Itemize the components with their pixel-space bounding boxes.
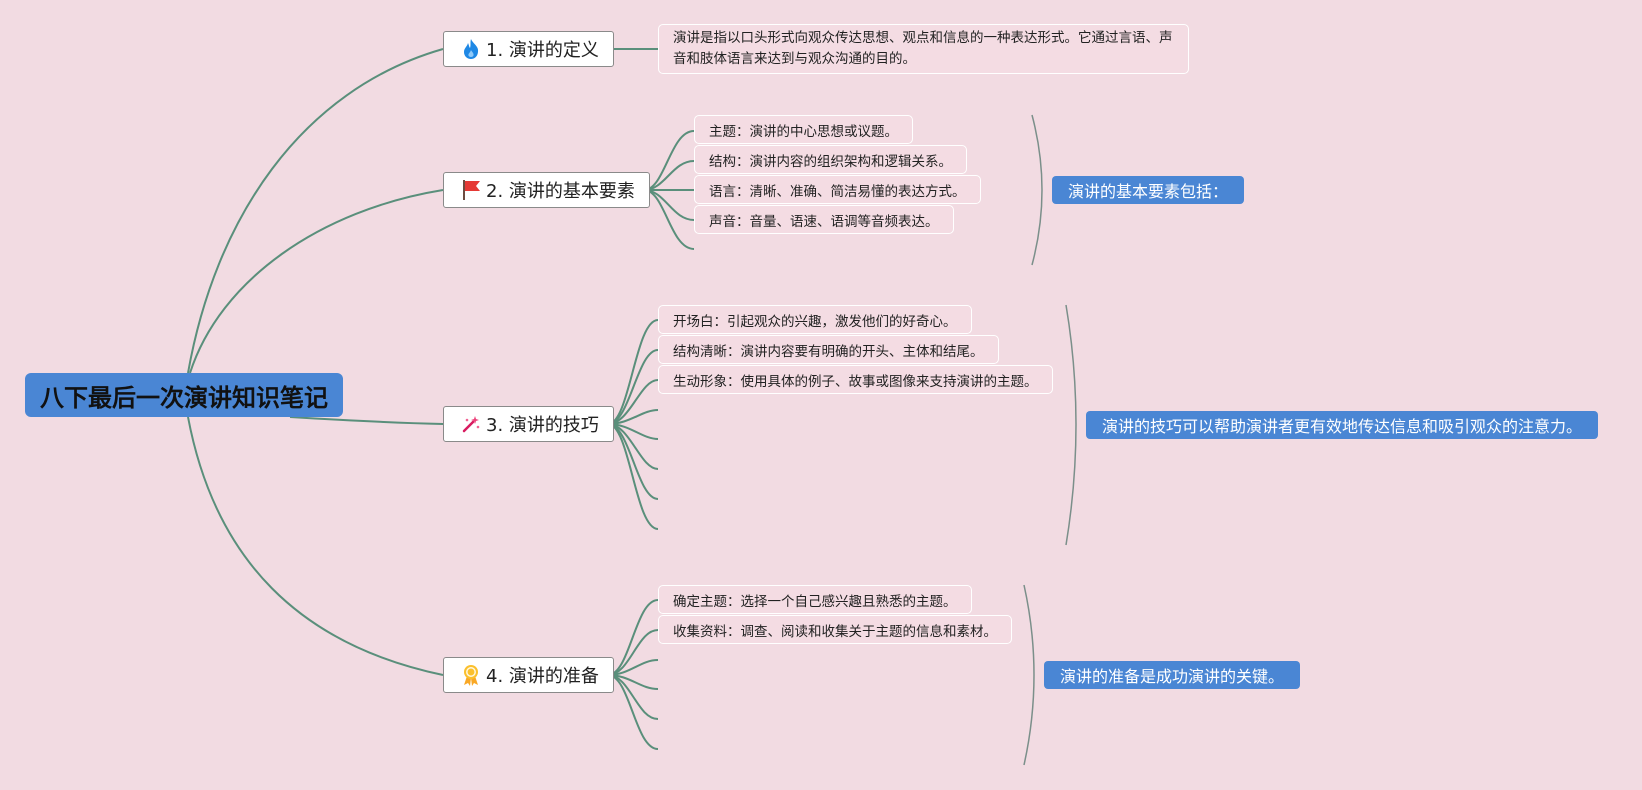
connector-root-b1 [187, 48, 444, 374]
branch-topic-preparation[interactable]: 4. 演讲的准备 [443, 657, 614, 693]
leaf-technique-opening[interactable]: 开场白：引起观众的兴趣，激发他们的好奇心。 [658, 305, 972, 334]
leaf-element-language[interactable]: 语言：清晰、准确、简洁易懂的表达方式。 [694, 175, 981, 204]
summary-label: 演讲的技巧可以帮助演讲者更有效地传达信息和吸引观众的注意力。 [1102, 417, 1583, 436]
leaf-label: 收集资料：调查、阅读和收集关于主题的信息和素材。 [673, 623, 997, 640]
summary-label: 演讲的基本要素包括： [1068, 182, 1229, 201]
fire-icon [460, 38, 482, 60]
leaf-label: 生动形象：使用具体的例子、故事或图像来支持演讲的主题。 [673, 373, 1038, 390]
leaf-label: 语言：清晰、准确、简洁易懂的表达方式。 [709, 183, 966, 200]
branch-label: 2. 演讲的基本要素 [486, 181, 635, 202]
summary-brace-b3 [1065, 304, 1077, 546]
magic-wand-icon [460, 413, 482, 435]
leaf-element-structure[interactable]: 结构：演讲内容的组织架构和逻辑关系。 [694, 145, 967, 174]
leaf-element-theme[interactable]: 主题：演讲的中心思想或议题。 [694, 115, 913, 144]
red-flag-icon [460, 179, 482, 201]
leaf-label: 确定主题：选择一个自己感兴趣且熟悉的主题。 [673, 593, 957, 610]
connector-b3-leaf7 [607, 423, 659, 500]
connector-b3-leaf1 [607, 319, 659, 425]
summary-basic-elements[interactable]: 演讲的基本要素包括： [1052, 176, 1245, 204]
connector-b4-leaf1 [607, 599, 659, 676]
leaf-technique-vivid[interactable]: 生动形象：使用具体的例子、故事或图像来支持演讲的主题。 [658, 365, 1053, 394]
branch-topic-techniques[interactable]: 3. 演讲的技巧 [443, 406, 614, 442]
leaf-label: 演讲是指以口头形式向观众传达思想、观点和信息的一种表达形式。它通过言语、声音和肢… [673, 30, 1173, 67]
summary-techniques[interactable]: 演讲的技巧可以帮助演讲者更有效地传达信息和吸引观众的注意力。 [1086, 411, 1599, 439]
connector-root-b2 [189, 189, 444, 374]
summary-label: 演讲的准备是成功演讲的关键。 [1060, 667, 1285, 686]
leaf-label: 结构：演讲内容的组织架构和逻辑关系。 [709, 153, 952, 170]
branch-label: 4. 演讲的准备 [486, 666, 599, 687]
connector-b2-leaf2 [643, 160, 695, 191]
leaf-label: 声音：音量、语速、语调等音频表达。 [709, 213, 939, 230]
leaf-element-voice[interactable]: 声音：音量、语速、语调等音频表达。 [694, 205, 954, 234]
root-topic[interactable]: 八下最后一次演讲知识笔记 [25, 373, 343, 417]
connector-b3-leaf8 [607, 423, 659, 530]
branch-topic-basic-elements[interactable]: 2. 演讲的基本要素 [443, 172, 650, 208]
leaf-prep-topic[interactable]: 确定主题：选择一个自己感兴趣且熟悉的主题。 [658, 585, 972, 614]
connector-b2-leaf1 [643, 130, 695, 191]
branch-topic-definition[interactable]: 1. 演讲的定义 [443, 31, 614, 67]
summary-brace-b4 [1023, 584, 1035, 766]
summary-preparation[interactable]: 演讲的准备是成功演讲的关键。 [1044, 661, 1301, 689]
leaf-label: 结构清晰：演讲内容要有明确的开头、主体和结尾。 [673, 343, 984, 360]
connector-b3-leaf2 [607, 349, 659, 425]
connector-root-b4 [187, 416, 444, 676]
leaf-prep-research[interactable]: 收集资料：调查、阅读和收集关于主题的信息和素材。 [658, 615, 1012, 644]
award-ribbon-icon [460, 664, 482, 686]
branch-label: 3. 演讲的技巧 [486, 415, 599, 436]
leaf-label: 主题：演讲的中心思想或议题。 [709, 123, 898, 140]
summary-brace-b2 [1031, 114, 1043, 266]
connector-b2-leaf4 [643, 189, 695, 221]
leaf-label: 开场白：引起观众的兴趣，激发他们的好奇心。 [673, 313, 957, 330]
connector-b2-leaf5 [643, 189, 695, 250]
branch-label: 1. 演讲的定义 [486, 40, 599, 61]
leaf-technique-structure[interactable]: 结构清晰：演讲内容要有明确的开头、主体和结尾。 [658, 335, 999, 364]
connector-root-b3 [289, 416, 444, 425]
connector-b4-leaf6 [607, 674, 659, 750]
leaf-definition-text[interactable]: 演讲是指以口头形式向观众传达思想、观点和信息的一种表达形式。它通过言语、声音和肢… [658, 24, 1189, 74]
